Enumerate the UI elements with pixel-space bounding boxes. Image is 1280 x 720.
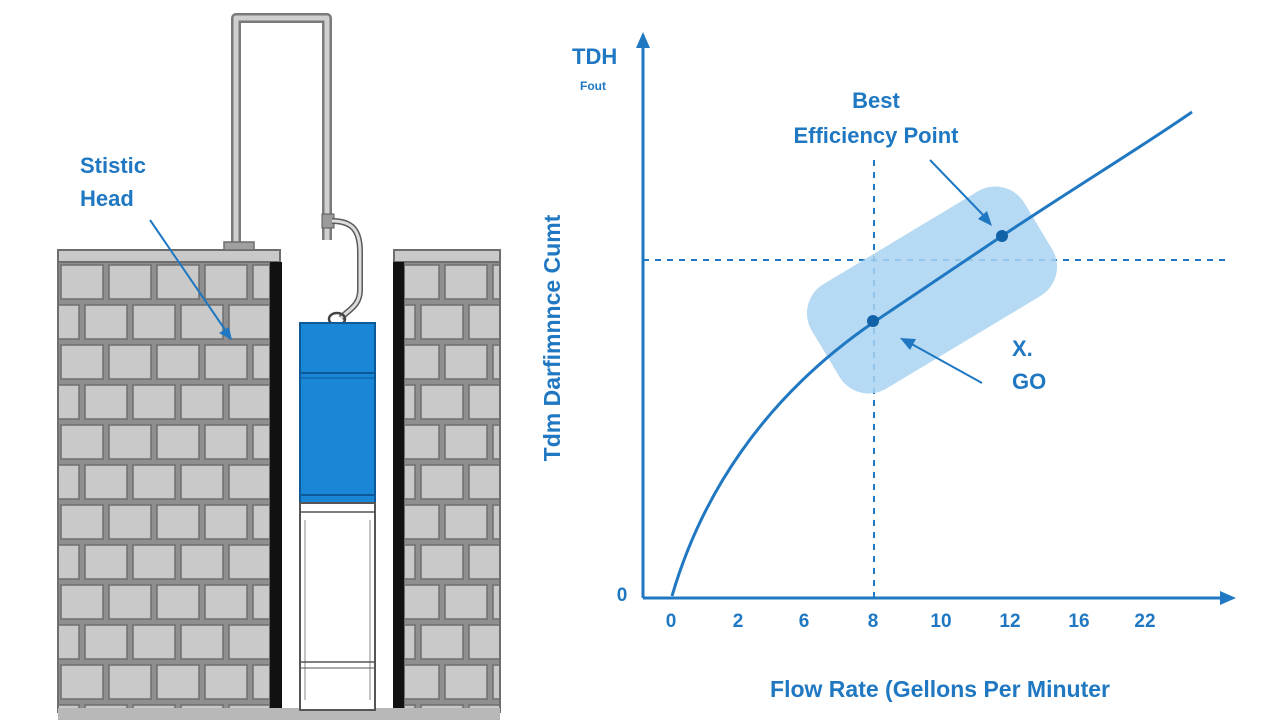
best-efficiency-point [996,230,1008,242]
point-arrow [907,341,983,384]
x-tick-label: 22 [1134,611,1155,632]
x-tick-label: 12 [999,611,1020,632]
static-head-label-line2: Head [80,186,134,211]
static-head-label-line1: Stistic [80,153,146,178]
left-casing-liner [270,262,282,712]
x-tick-label: 8 [868,611,879,632]
x-axis-label: Flow Rate (Gellons Per Minuter [770,676,1110,702]
left-wall-cap [57,249,281,263]
x-tick-label: 2 [733,611,744,632]
pump-motor [299,322,376,504]
right-brick-wall [403,261,501,713]
y-title: TDH [572,44,617,69]
bep-arrow [929,159,987,219]
y-unit: Fout [580,79,606,93]
point-arrowhead [900,338,916,350]
point-label-line1: X. [1012,336,1033,361]
x-tick-labels: 0 2 6 8 10 12 16 22 [666,611,1156,632]
ground-base [58,708,500,720]
well-illustration: Stistic Head [57,13,501,720]
y-zero-label: 0 [617,585,628,606]
point-label-line2: GO [1012,369,1046,394]
x-axis-arrowhead [1220,591,1236,605]
bep-arrowhead [978,211,992,226]
y-axis-arrowhead [636,32,650,48]
right-wall-cap [393,249,501,263]
pipe-base-flange [223,241,255,251]
efficiency-band [806,186,1058,394]
performance-chart: Best Efficiency Point X. GO TDH Fout Tdm… [539,32,1236,702]
pump-body [299,502,376,711]
x-tick-label: 0 [666,611,677,632]
static-head-arrow [149,219,229,335]
bep-label-line2: Efficiency Point [793,123,959,148]
right-casing-liner [393,262,404,712]
discharge-pipe [231,13,332,242]
x-tick-label: 10 [930,611,951,632]
x-tick-label: 16 [1068,611,1089,632]
x-tick-label: 6 [799,611,810,632]
left-brick-wall [57,261,271,713]
bep-label-line1: Best [852,88,900,113]
y-axis-label: Tdm Darfimnnce Cumt [539,214,565,461]
operating-point [867,315,879,327]
static-head-arrowhead [219,327,232,340]
